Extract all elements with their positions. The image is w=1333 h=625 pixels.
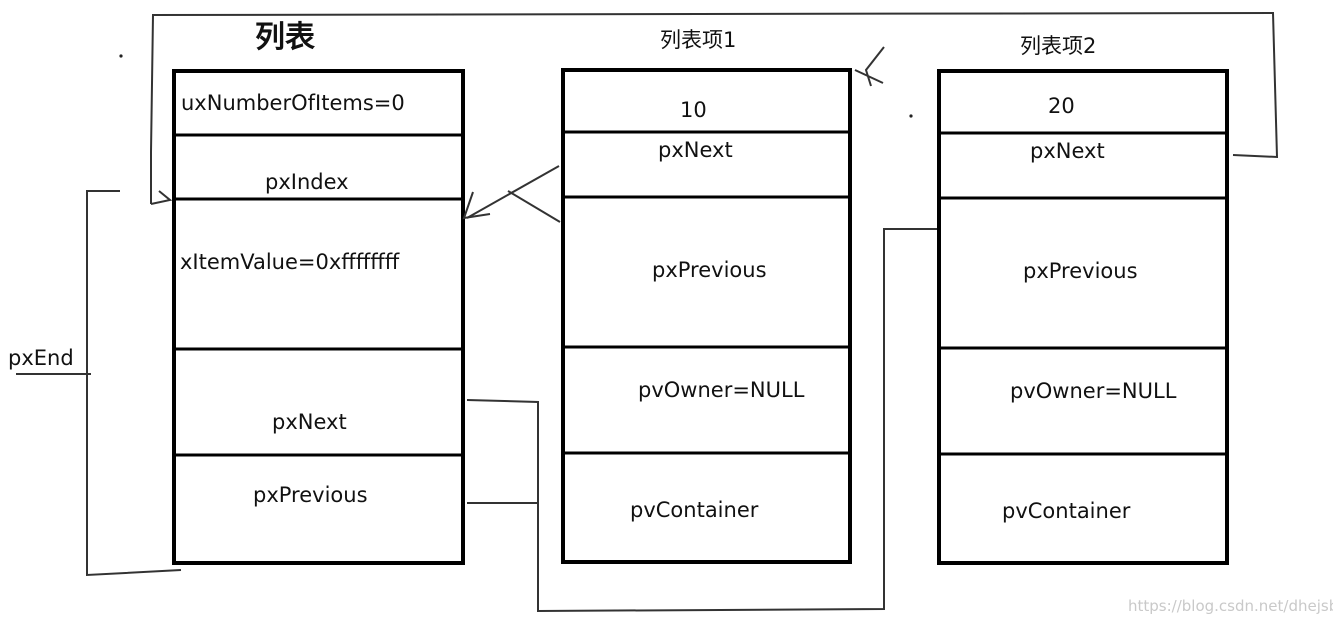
item1-value: 10 bbox=[680, 98, 707, 122]
end-marker-arrowhead bbox=[150, 190, 173, 205]
end-next-wire bbox=[466, 228, 937, 613]
item2-px-next: pxNext bbox=[1030, 139, 1105, 163]
item1-px-next: pxNext bbox=[658, 138, 733, 162]
item2-frame bbox=[937, 69, 1229, 565]
item2-pv-container: pvContainer bbox=[1002, 499, 1131, 523]
list-frame bbox=[172, 69, 465, 565]
item2-title: 列表项2 bbox=[1020, 34, 1096, 58]
item2-px-previous: pxPrevious bbox=[1023, 259, 1138, 283]
item1-px-previous: pxPrevious bbox=[652, 258, 767, 282]
item1-pv-container: pvContainer bbox=[630, 498, 759, 522]
item1-prev-wire bbox=[466, 165, 560, 219]
item2-next-to-end-arrow bbox=[150, 11, 1279, 205]
list-ux-number-of-items: uxNumberOfItems=0 bbox=[181, 91, 405, 115]
list-px-next: pxNext bbox=[272, 410, 347, 434]
item1-prev-wire bbox=[507, 190, 561, 223]
list-item-2-box: 列表项2 20 pxNext pxPrevious pvOwner=NULL p… bbox=[937, 34, 1229, 565]
px-end-bracket-line bbox=[86, 190, 182, 577]
watermark: https://blog.csdn.net/dhejsb bbox=[1128, 597, 1333, 615]
item1-pv-owner: pvOwner=NULL bbox=[638, 378, 805, 402]
item2-value: 20 bbox=[1048, 94, 1075, 118]
end-to-item1-arrow bbox=[466, 46, 937, 613]
item1-title: 列表项1 bbox=[660, 28, 736, 52]
stray-dot bbox=[119, 54, 123, 58]
list-x-item-value: xItemValue=0xffffffff bbox=[180, 250, 400, 274]
item1-previous-to-end-arrow bbox=[462, 165, 561, 223]
item1-frame bbox=[561, 68, 852, 564]
item2-next-wire bbox=[150, 11, 1279, 204]
item1-prev-arrowhead bbox=[462, 191, 491, 220]
list-title: 列表 bbox=[255, 20, 315, 55]
px-end-bracket: pxEnd bbox=[8, 190, 182, 577]
item1-entry-arrowhead bbox=[864, 46, 885, 87]
list-box: 列表 uxNumberOfItems=0 pxIndex xItemValue=… bbox=[172, 20, 465, 565]
stray-dot bbox=[909, 114, 913, 118]
item2-pv-owner: pvOwner=NULL bbox=[1010, 379, 1177, 403]
list-px-index: pxIndex bbox=[265, 170, 349, 194]
list-item-1-box: 列表项1 10 pxNext pxPrevious pvOwner=NULL p… bbox=[561, 28, 852, 564]
px-end-label: pxEnd bbox=[8, 346, 74, 370]
list-px-previous: pxPrevious bbox=[253, 483, 368, 507]
item1-entry-arrowhead bbox=[854, 69, 884, 84]
